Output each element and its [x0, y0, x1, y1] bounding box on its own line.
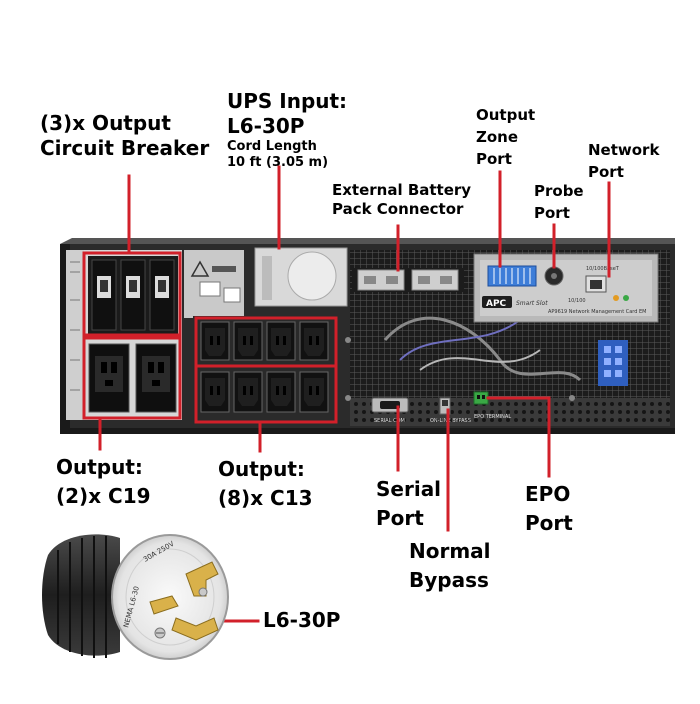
- serial-port-label-line1: Serial: [376, 477, 442, 501]
- output-zone-label-line3: Port: [476, 150, 512, 168]
- network-port-label-line2: Port: [588, 163, 624, 181]
- probe-port[interactable]: [544, 266, 564, 286]
- outlet-c13-6[interactable]: [233, 371, 263, 413]
- output-c13-label-line2: (8)x C13: [218, 486, 313, 510]
- bypass-switch-caption-text: ON-LINE BYPASS: [430, 418, 471, 424]
- outlet-c19-2[interactable]: [135, 343, 177, 413]
- outlet-c13-5[interactable]: [200, 371, 230, 413]
- epo-callout-line: [486, 396, 551, 478]
- bypass-switch[interactable]: [439, 397, 451, 415]
- epo-port-label-line1: EPO: [525, 482, 571, 506]
- circuit-breaker-1[interactable]: [91, 259, 117, 331]
- bypass-label-line1: Normal: [409, 539, 491, 563]
- card-name-text: Smart Slot: [516, 300, 548, 307]
- external-battery-connector[interactable]: [352, 268, 464, 292]
- chassis-screws: [345, 337, 575, 401]
- ups-input-cord-line1: Cord Length: [227, 139, 317, 154]
- output-c19-label-line1: Output:: [56, 455, 143, 479]
- serial-port-label-line2: Port: [376, 506, 424, 530]
- output-c13-label: Output: (8)x C13: [218, 455, 313, 513]
- output-zone-label-line1: Output: [476, 106, 536, 124]
- external-battery-label-line2: Pack Connector: [332, 200, 464, 218]
- brand-logo-text: APC: [486, 299, 507, 309]
- ups-input-plug: L6-30P: [227, 114, 305, 138]
- ups-input-inlet[interactable]: [254, 247, 348, 307]
- plug-callout-label: L6-30P: [263, 608, 341, 632]
- bypass-label: Normal Bypass: [409, 537, 491, 595]
- output-zone-label: Output Zone Port: [476, 104, 535, 170]
- outlet-c13-1[interactable]: [200, 321, 230, 361]
- external-battery-label: External Battery Pack Connector: [332, 181, 471, 219]
- outlet-c13-4[interactable]: [299, 321, 329, 361]
- network-port[interactable]: [585, 275, 629, 301]
- output-breaker-label-line1: (3)x Output: [40, 111, 171, 135]
- output-c19-label: Output: (2)x C19: [56, 453, 151, 511]
- epo-port-label-line2: Port: [525, 511, 573, 535]
- network-management-card: APC Smart Slot AP9619 Network Management…: [473, 253, 659, 323]
- breaker-panel: [82, 250, 182, 420]
- circuit-breaker-2[interactable]: [120, 259, 146, 331]
- c13-outlet-bank: [193, 316, 338, 424]
- l6-30p-plug-image: 30A 250V NEMA L6-30: [42, 534, 229, 660]
- ups-input-cord-line2: 10 ft (3.05 m): [227, 155, 329, 170]
- network-port-label-line1: Network: [588, 141, 660, 159]
- warning-label: [184, 250, 244, 318]
- speed-caption-text: 10/100BaseT: [586, 266, 620, 272]
- outlet-c19-1[interactable]: [88, 343, 130, 413]
- link-caption-text: 10/100: [568, 298, 586, 304]
- probe-port-label-line2: Port: [534, 204, 570, 222]
- epo-port[interactable]: [473, 391, 489, 405]
- serial-port-label: Serial Port: [376, 475, 441, 533]
- epo-terminal-caption-text: EPO TERMINAL: [474, 414, 511, 420]
- card-caption-text: AP9619 Network Management Card EM: [548, 309, 647, 315]
- callout-lines: [98, 165, 611, 623]
- epo-port-label: EPO Port: [525, 480, 573, 538]
- rating-label-panel: [66, 250, 84, 420]
- serial-port-caption-text: SERIAL COM: [374, 418, 405, 424]
- output-c13-label-line1: Output:: [218, 457, 305, 481]
- external-battery-label-line1: External Battery: [332, 181, 472, 199]
- outlet-c13-2[interactable]: [233, 321, 263, 361]
- output-zone-port[interactable]: [487, 265, 537, 287]
- bypass-label-line2: Bypass: [409, 568, 489, 592]
- outlet-c13-8[interactable]: [299, 371, 329, 413]
- ups-input-title: UPS Input:: [227, 89, 348, 113]
- circuit-breaker-3[interactable]: [149, 259, 175, 331]
- output-zone-label-line2: Zone: [476, 128, 519, 146]
- outlet-c13-3[interactable]: [266, 321, 296, 361]
- output-breaker-label-line2: Circuit Breaker: [40, 136, 210, 160]
- network-port-label: Network Port: [588, 139, 659, 183]
- ups-input-label: UPS Input: L6-30P Cord Length 10 ft (3.0…: [227, 89, 347, 171]
- outlet-c13-7[interactable]: [266, 371, 296, 413]
- output-c19-label-line2: (2)x C19: [56, 484, 151, 508]
- output-breaker-label: (3)x Output Circuit Breaker: [40, 111, 209, 161]
- serial-port[interactable]: [371, 397, 409, 413]
- probe-port-label-line1: Probe: [534, 182, 584, 200]
- probe-port-label: Probe Port: [534, 180, 584, 224]
